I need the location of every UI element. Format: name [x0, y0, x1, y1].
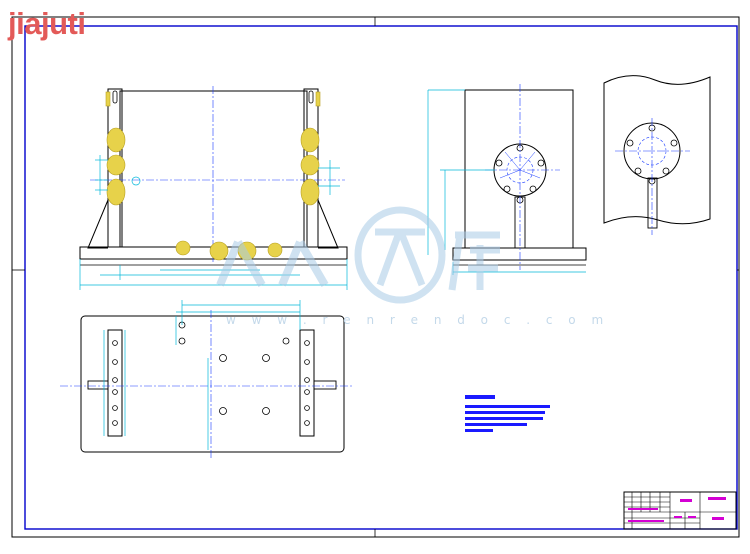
side-dimensions [427, 89, 586, 275]
top-dimensions [103, 300, 301, 450]
zone-marks [12, 17, 739, 537]
top-view [60, 310, 352, 458]
brand-logo-text: jiajuti [8, 6, 86, 41]
inner-frame [24, 25, 738, 530]
notes-block [465, 395, 550, 432]
watermark-logo [216, 206, 500, 304]
detail-view [603, 75, 711, 235]
outer-frame [11, 16, 740, 538]
front-dimensions [79, 155, 348, 290]
watermark-site-text: w w w . r e n r e n d o c . c o m [226, 313, 610, 327]
title-block [623, 491, 737, 530]
side-view [452, 84, 587, 270]
front-view [79, 86, 348, 266]
